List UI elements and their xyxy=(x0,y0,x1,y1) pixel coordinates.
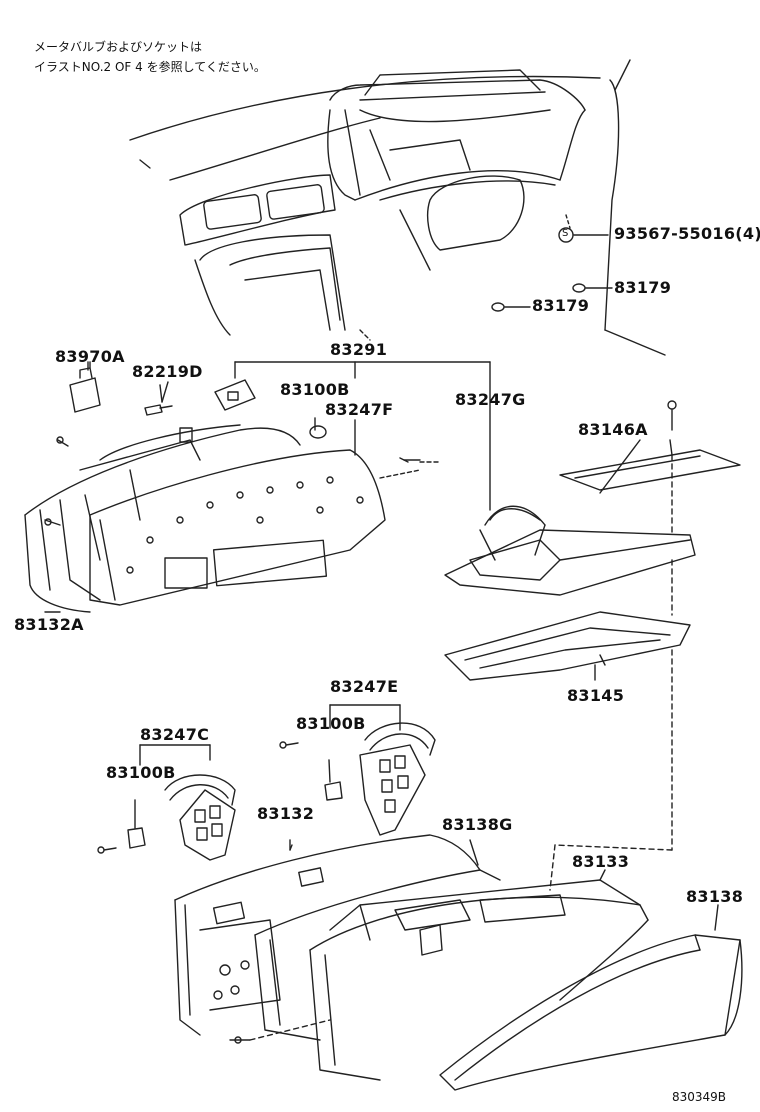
part-label-83247G: 83247G xyxy=(455,390,526,409)
part-label-83132A: 83132A xyxy=(14,615,84,634)
note-line-1: メータバルブおよびソケットは xyxy=(34,40,203,54)
part-label-83100B-mid: 83100B xyxy=(296,714,366,733)
part-label-83179-right: 83179 xyxy=(614,278,672,297)
printed-circuit-83247E xyxy=(279,704,436,836)
part-label-83133: 83133 xyxy=(572,852,630,871)
part-label-83138G: 83138G xyxy=(442,815,513,834)
part-label-83100B-top: 83100B xyxy=(280,380,350,399)
part-label-83138: 83138 xyxy=(686,887,744,906)
part-label-83145: 83145 xyxy=(567,686,625,705)
part-label-83247E: 83247E xyxy=(330,677,399,696)
part-label-83100B-left: 83100B xyxy=(106,763,176,782)
note-line-2: イラストNO.2 OF 4 を参照してください。 xyxy=(34,60,266,74)
glass-83138 xyxy=(439,934,743,1091)
part-label-83179-left: 83179 xyxy=(532,296,590,315)
small-parts-top-left xyxy=(69,361,256,416)
diagram-code: 830349B xyxy=(672,1090,727,1104)
part-label-83146A: 83146A xyxy=(578,420,648,439)
cluster-housing-83132A xyxy=(24,424,301,613)
mask-and-panel xyxy=(254,869,649,1081)
screw-symbol: S xyxy=(562,228,569,239)
lower-housing-83132 xyxy=(174,834,481,1044)
part-label-83132: 83132 xyxy=(257,804,315,823)
part-label-83291: 83291 xyxy=(330,340,388,359)
part-label-82219D: 82219D xyxy=(132,362,203,381)
screw-callouts xyxy=(491,214,613,312)
printed-circuit-83247F xyxy=(89,417,441,606)
bracket-83291 xyxy=(234,361,491,511)
part-label-83970A: 83970A xyxy=(55,347,125,366)
printed-circuit-83247C xyxy=(97,744,236,861)
dashboard-illustration xyxy=(129,59,666,356)
part-label-83247F: 83247F xyxy=(325,400,394,419)
leader-lines xyxy=(44,361,719,931)
right-board-assembly xyxy=(444,400,741,891)
part-label-93567-55016: 93567-55016(4) xyxy=(614,224,760,243)
part-label-83247C: 83247C xyxy=(140,725,210,744)
